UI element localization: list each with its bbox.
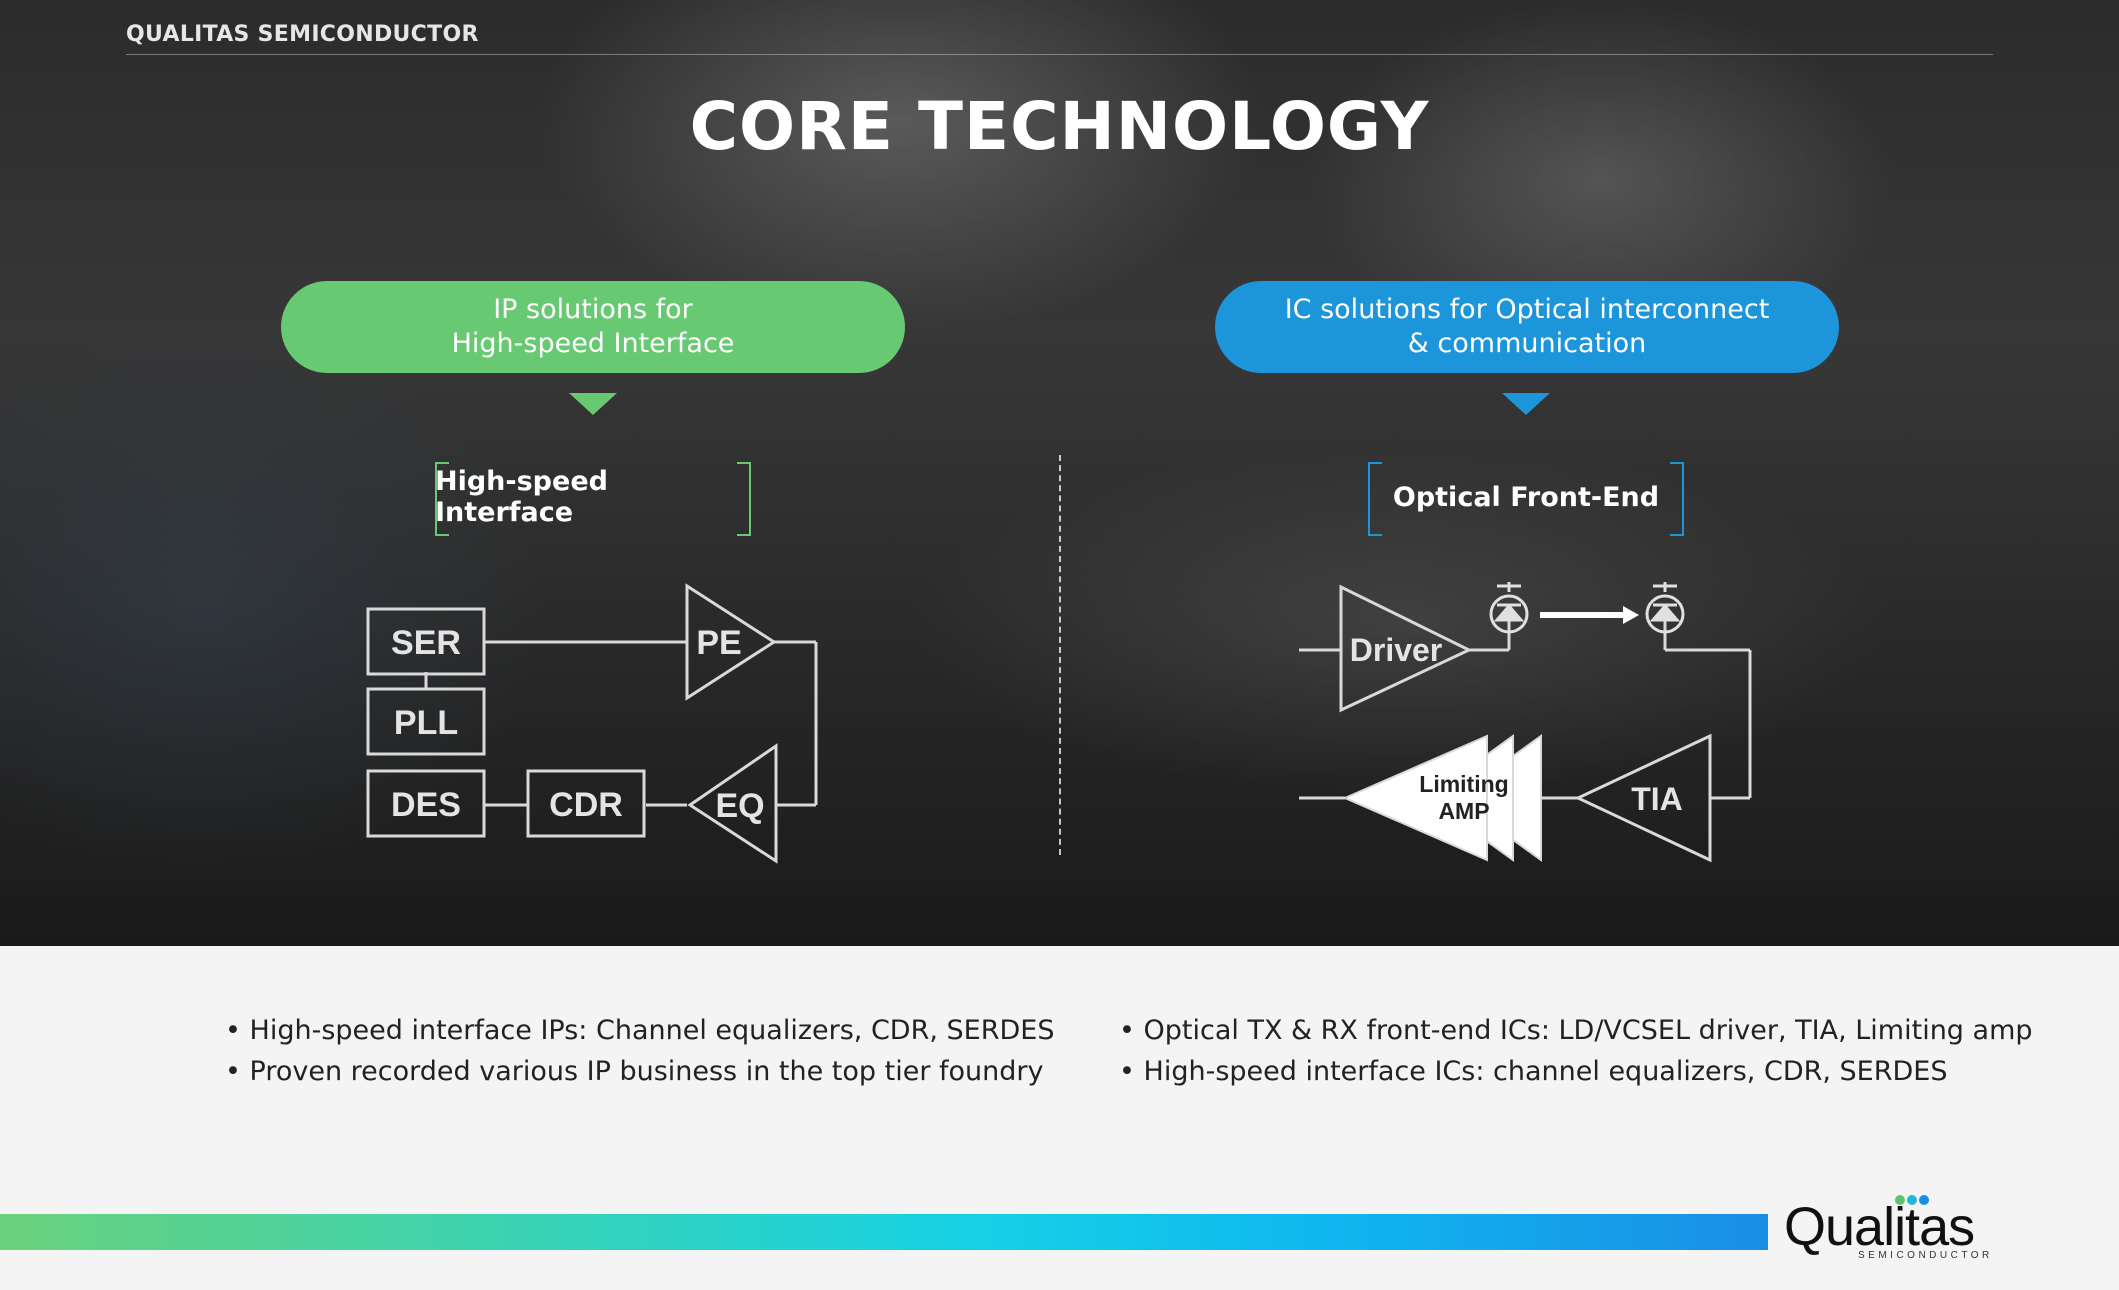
left-bullet-list: High-speed interface IPs: Channel equali…: [225, 1010, 1055, 1092]
ip-solutions-pill: IP solutions for High-speed Interface: [281, 281, 905, 373]
laser-diode-icon: [1489, 582, 1529, 634]
logo-subtitle: SEMICONDUCTOR: [1858, 1250, 1993, 1261]
des-block: [366, 769, 486, 838]
limiting-label: Limiting: [1419, 771, 1508, 797]
tia-amplifier: [1574, 733, 1712, 863]
page-title: CORE TECHNOLOGY: [689, 88, 1430, 165]
logo-dots-icon: [1895, 1195, 1929, 1205]
des-label: DES: [391, 786, 461, 824]
list-item: Proven recorded various IP business in t…: [225, 1051, 1054, 1092]
down-triangle-icon: [1502, 393, 1550, 415]
limiting-amplifier: [1342, 734, 1542, 862]
serdes-block-diagram: SER PLL DES CDR PE EQ: [366, 583, 818, 864]
ic-solutions-line-2: & communication: [1407, 328, 1647, 359]
list-item: High-speed interface IPs: Channel equali…: [225, 1010, 1055, 1051]
ic-solutions-pill: IC solutions for Optical interconnect & …: [1215, 281, 1839, 373]
company-name: QUALITAS SEMICONDUCTOR: [126, 22, 479, 47]
driver-label: Driver: [1350, 632, 1443, 668]
eq-amplifier: [687, 743, 778, 864]
qualitas-logo: Qualitas SEMICONDUCTOR: [1784, 1195, 1999, 1268]
driver-amplifier: [1339, 584, 1473, 713]
amp-label: AMP: [1438, 798, 1489, 824]
high-speed-interface-label: High-speed Interface: [435, 462, 751, 536]
photodiode-icon: [1645, 582, 1685, 634]
optical-front-end-diagram: Driver TIA Limiting AMP: [1299, 582, 1752, 863]
right-arrow-icon: [1540, 606, 1639, 624]
ip-solutions-line-1: IP solutions for: [493, 294, 693, 325]
ic-solutions-line-1: IC solutions for Optical interconnect: [1284, 294, 1770, 325]
section-label-text: High-speed Interface: [435, 466, 608, 528]
ser-label: SER: [391, 624, 461, 662]
pll-block: [366, 687, 486, 756]
section-label-text: Optical Front-End: [1392, 481, 1660, 513]
ip-solutions-line-2: High-speed Interface: [451, 328, 735, 359]
optical-front-end-label: Optical Front-End: [1368, 462, 1684, 536]
ser-block: [366, 607, 486, 676]
center-divider: [1059, 455, 1061, 855]
cdr-label: CDR: [549, 786, 623, 824]
left-bracket: [1368, 462, 1382, 536]
header-divider: [126, 54, 1993, 55]
right-bracket: [1670, 462, 1684, 536]
down-triangle-icon: [569, 393, 617, 415]
pe-amplifier: [685, 583, 777, 701]
tia-label: TIA: [1631, 781, 1683, 817]
pll-label: PLL: [394, 704, 458, 742]
right-bracket: [737, 462, 751, 536]
list-item: Optical TX & RX front-end ICs: LD/VCSEL …: [1119, 1010, 2033, 1051]
cdr-block: [526, 769, 646, 838]
footer-gradient-bar: [0, 1214, 1768, 1250]
list-item: High-speed interface ICs: channel equali…: [1119, 1051, 2033, 1092]
logo-wordmark: Qualitas: [1784, 1197, 1975, 1257]
left-bracket: [435, 462, 449, 536]
eq-label: EQ: [715, 787, 764, 825]
pe-label: PE: [696, 624, 741, 662]
right-bullet-list: Optical TX & RX front-end ICs: LD/VCSEL …: [1119, 1010, 2033, 1092]
